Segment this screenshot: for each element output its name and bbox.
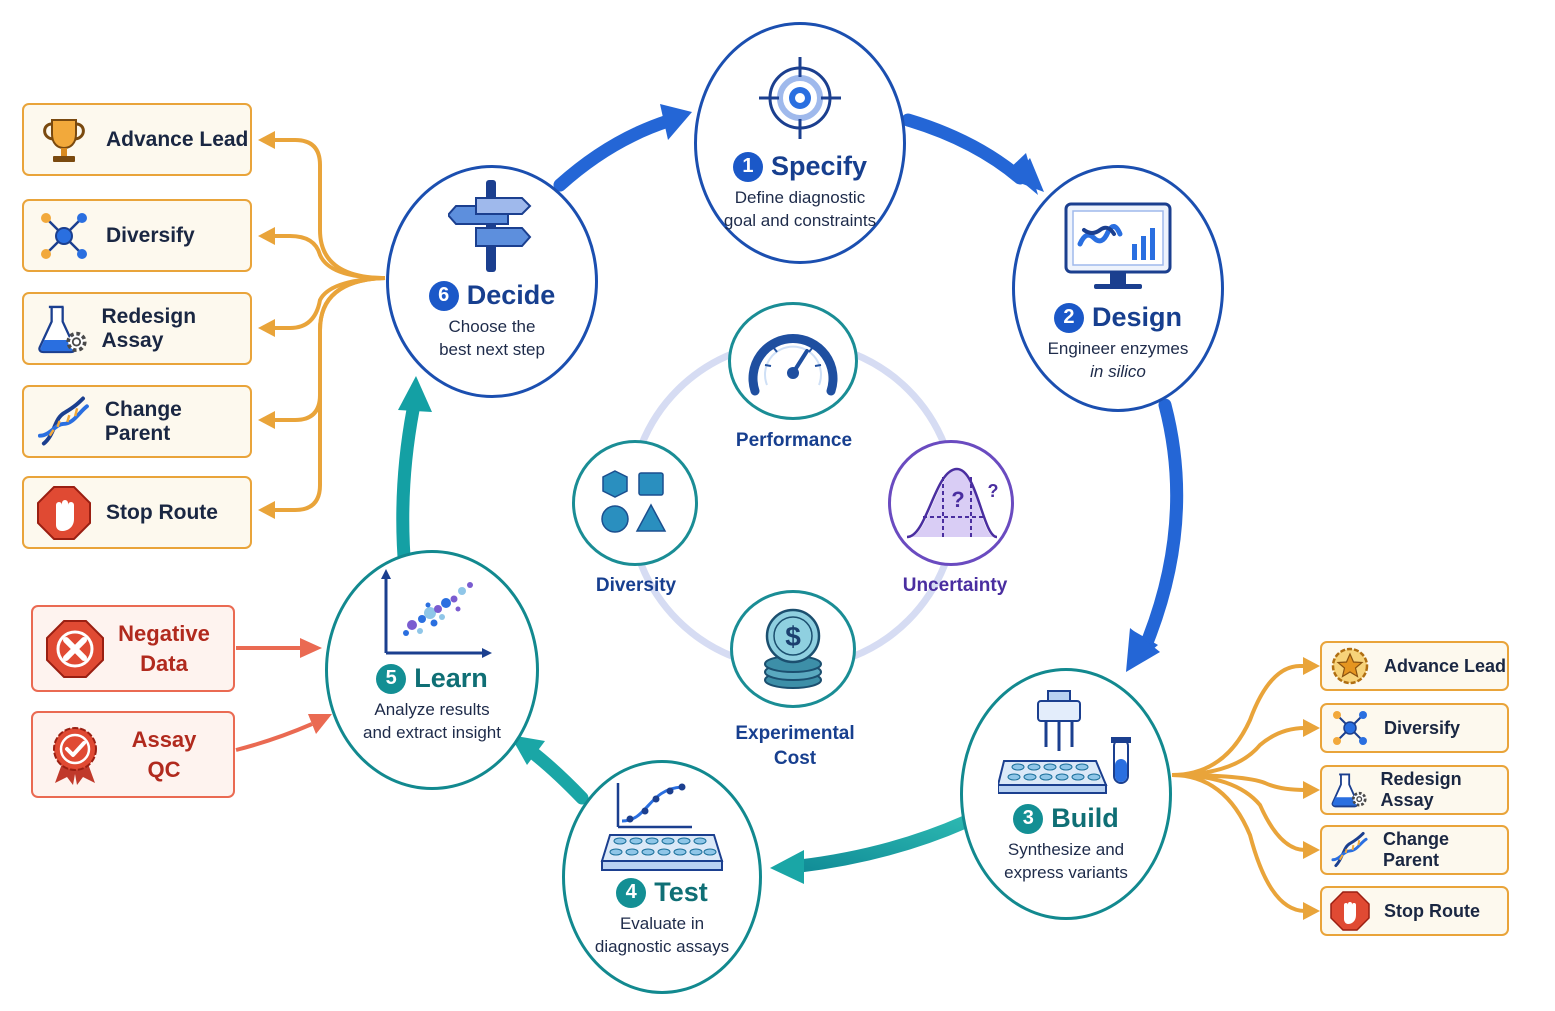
left-option-label: Advance Lead — [106, 127, 249, 151]
scatter-insight-icon — [381, 569, 492, 658]
stage-desc-line1: Choose the — [448, 317, 536, 336]
cycle-arrows — [396, 104, 1184, 884]
metric-performance — [728, 302, 858, 420]
svg-text:?: ? — [951, 487, 964, 512]
stop-hand-icon — [37, 485, 91, 540]
stage-title: Build — [1051, 803, 1119, 833]
signal-arrows — [235, 638, 332, 752]
pipette-plate-icon — [998, 690, 1131, 794]
metric-label-performance: Performance — [735, 430, 853, 451]
dna-icon — [37, 396, 89, 446]
stage-desc-line1: Evaluate in — [619, 914, 705, 933]
stage-title: Test — [654, 877, 708, 907]
right-option-advance-lead[interactable]: Advance Lead — [1320, 641, 1509, 691]
stage-desc-line1: Synthesize and — [1007, 840, 1125, 859]
target-icon — [759, 57, 841, 139]
flask-gear-icon — [38, 305, 87, 353]
stage-number: 1 — [732, 151, 763, 182]
left-option-stop-route[interactable]: Stop Route — [22, 476, 252, 549]
metric-label-diversity: Diversity — [595, 575, 677, 596]
left-option-connectors — [258, 131, 386, 519]
left-option-label: Diversify — [106, 223, 195, 247]
signal-negative-data[interactable]: Negative Data — [31, 605, 235, 692]
left-option-label: Redesign Assay — [101, 304, 197, 352]
right-option-label: Stop Route — [1384, 900, 1480, 921]
svg-text:?: ? — [988, 481, 999, 501]
flask-gear-icon — [1331, 773, 1367, 808]
stage-desc-line1: Engineer enzymes — [1047, 339, 1189, 358]
stage-title: Design — [1091, 302, 1183, 332]
stage-desc-line2: express variants — [1004, 863, 1128, 882]
right-option-label: Diversify — [1384, 717, 1461, 738]
left-option-label: Stop Route — [106, 500, 218, 524]
metric-experimental-cost: $ — [730, 590, 856, 708]
stop-hand-icon — [1330, 891, 1370, 931]
stage-number: 5 — [376, 663, 407, 694]
left-option-change-parent[interactable]: Change Parent — [22, 385, 252, 458]
stage-title: Learn — [414, 663, 488, 693]
left-option-label: Change Parent — [104, 397, 182, 445]
signal-label: Negative Data — [118, 620, 210, 676]
signal-assay-qc[interactable]: Assay QC — [31, 711, 235, 798]
stage-desc-line1: Define diagnostic — [734, 188, 866, 207]
assay-curve-plate-icon — [600, 783, 724, 871]
star-badge-icon — [1331, 647, 1369, 685]
svg-text:$: $ — [785, 621, 801, 652]
gauge-icon — [748, 334, 838, 396]
right-option-label: Change Parent — [1383, 829, 1450, 870]
metric-diversity — [572, 440, 698, 566]
right-option-label: Advance Lead — [1384, 655, 1507, 676]
right-option-label: Redesign Assay — [1380, 769, 1462, 810]
stage-desc-line2: in silico — [1090, 362, 1146, 381]
metric-uncertainty: ? ? — [888, 440, 1014, 566]
check-badge-icon — [53, 726, 97, 785]
distribution-icon: ? ? — [906, 467, 999, 539]
stage-desc-line2: diagnostic assays — [594, 937, 730, 956]
computer-enzyme-icon — [1064, 202, 1172, 289]
stage-title: Specify — [770, 151, 868, 181]
metric-label-uncertainty: Uncertainty — [902, 575, 1008, 596]
stage-number: 4 — [616, 877, 647, 908]
stage-number: 3 — [1013, 803, 1044, 834]
stage-title: Decide — [466, 280, 556, 310]
trophy-icon — [43, 118, 85, 162]
left-option-diversify[interactable]: Diversify — [22, 199, 252, 272]
metric-label-experimental-cost: Experimental Cost — [735, 723, 855, 769]
left-option-advance-lead[interactable]: Advance Lead — [22, 103, 252, 176]
stage-desc-line2: and extract insight — [363, 723, 501, 742]
stage-desc-line2: best next step — [439, 340, 545, 359]
signpost-icon — [448, 180, 532, 272]
network-icon — [1333, 711, 1367, 745]
stage-number: 6 — [428, 280, 459, 311]
network-icon — [41, 212, 87, 259]
stage-desc-line1: Analyze results — [374, 700, 490, 719]
signal-label: Assay QC — [131, 726, 197, 782]
shapes-icon — [601, 470, 667, 533]
stage-number: 2 — [1053, 302, 1084, 333]
right-option-stop-route[interactable]: Stop Route — [1320, 886, 1509, 936]
x-octagon-icon — [46, 619, 104, 678]
right-option-redesign-assay[interactable]: Redesign Assay — [1320, 765, 1509, 815]
coin-stack-icon: $ — [764, 608, 822, 689]
right-option-diversify[interactable]: Diversify — [1320, 703, 1509, 753]
dna-icon — [1331, 831, 1368, 868]
right-option-connectors — [1171, 657, 1320, 920]
right-option-change-parent[interactable]: Change Parent — [1320, 825, 1509, 875]
left-option-redesign-assay[interactable]: Redesign Assay — [22, 292, 252, 365]
stage-desc-line2: goal and constraints — [723, 211, 877, 230]
